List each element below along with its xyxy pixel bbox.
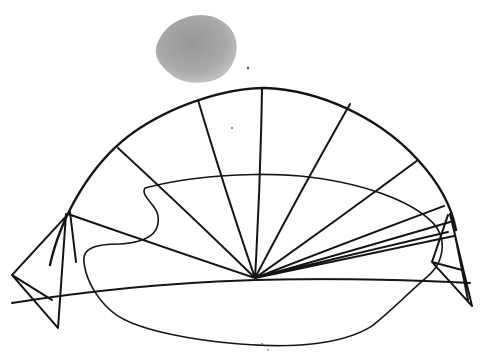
speck [267,349,269,351]
spokes [68,88,454,278]
spoke [255,206,444,278]
speck [231,127,233,129]
ink-blot [156,15,237,83]
spoke [255,104,350,278]
left-support [12,212,76,328]
spoke [255,222,450,278]
speck [261,343,263,345]
speck [247,67,249,69]
right-support [432,214,472,306]
wavy-outline [84,175,442,346]
spoke [255,88,262,278]
spoke [118,148,255,278]
